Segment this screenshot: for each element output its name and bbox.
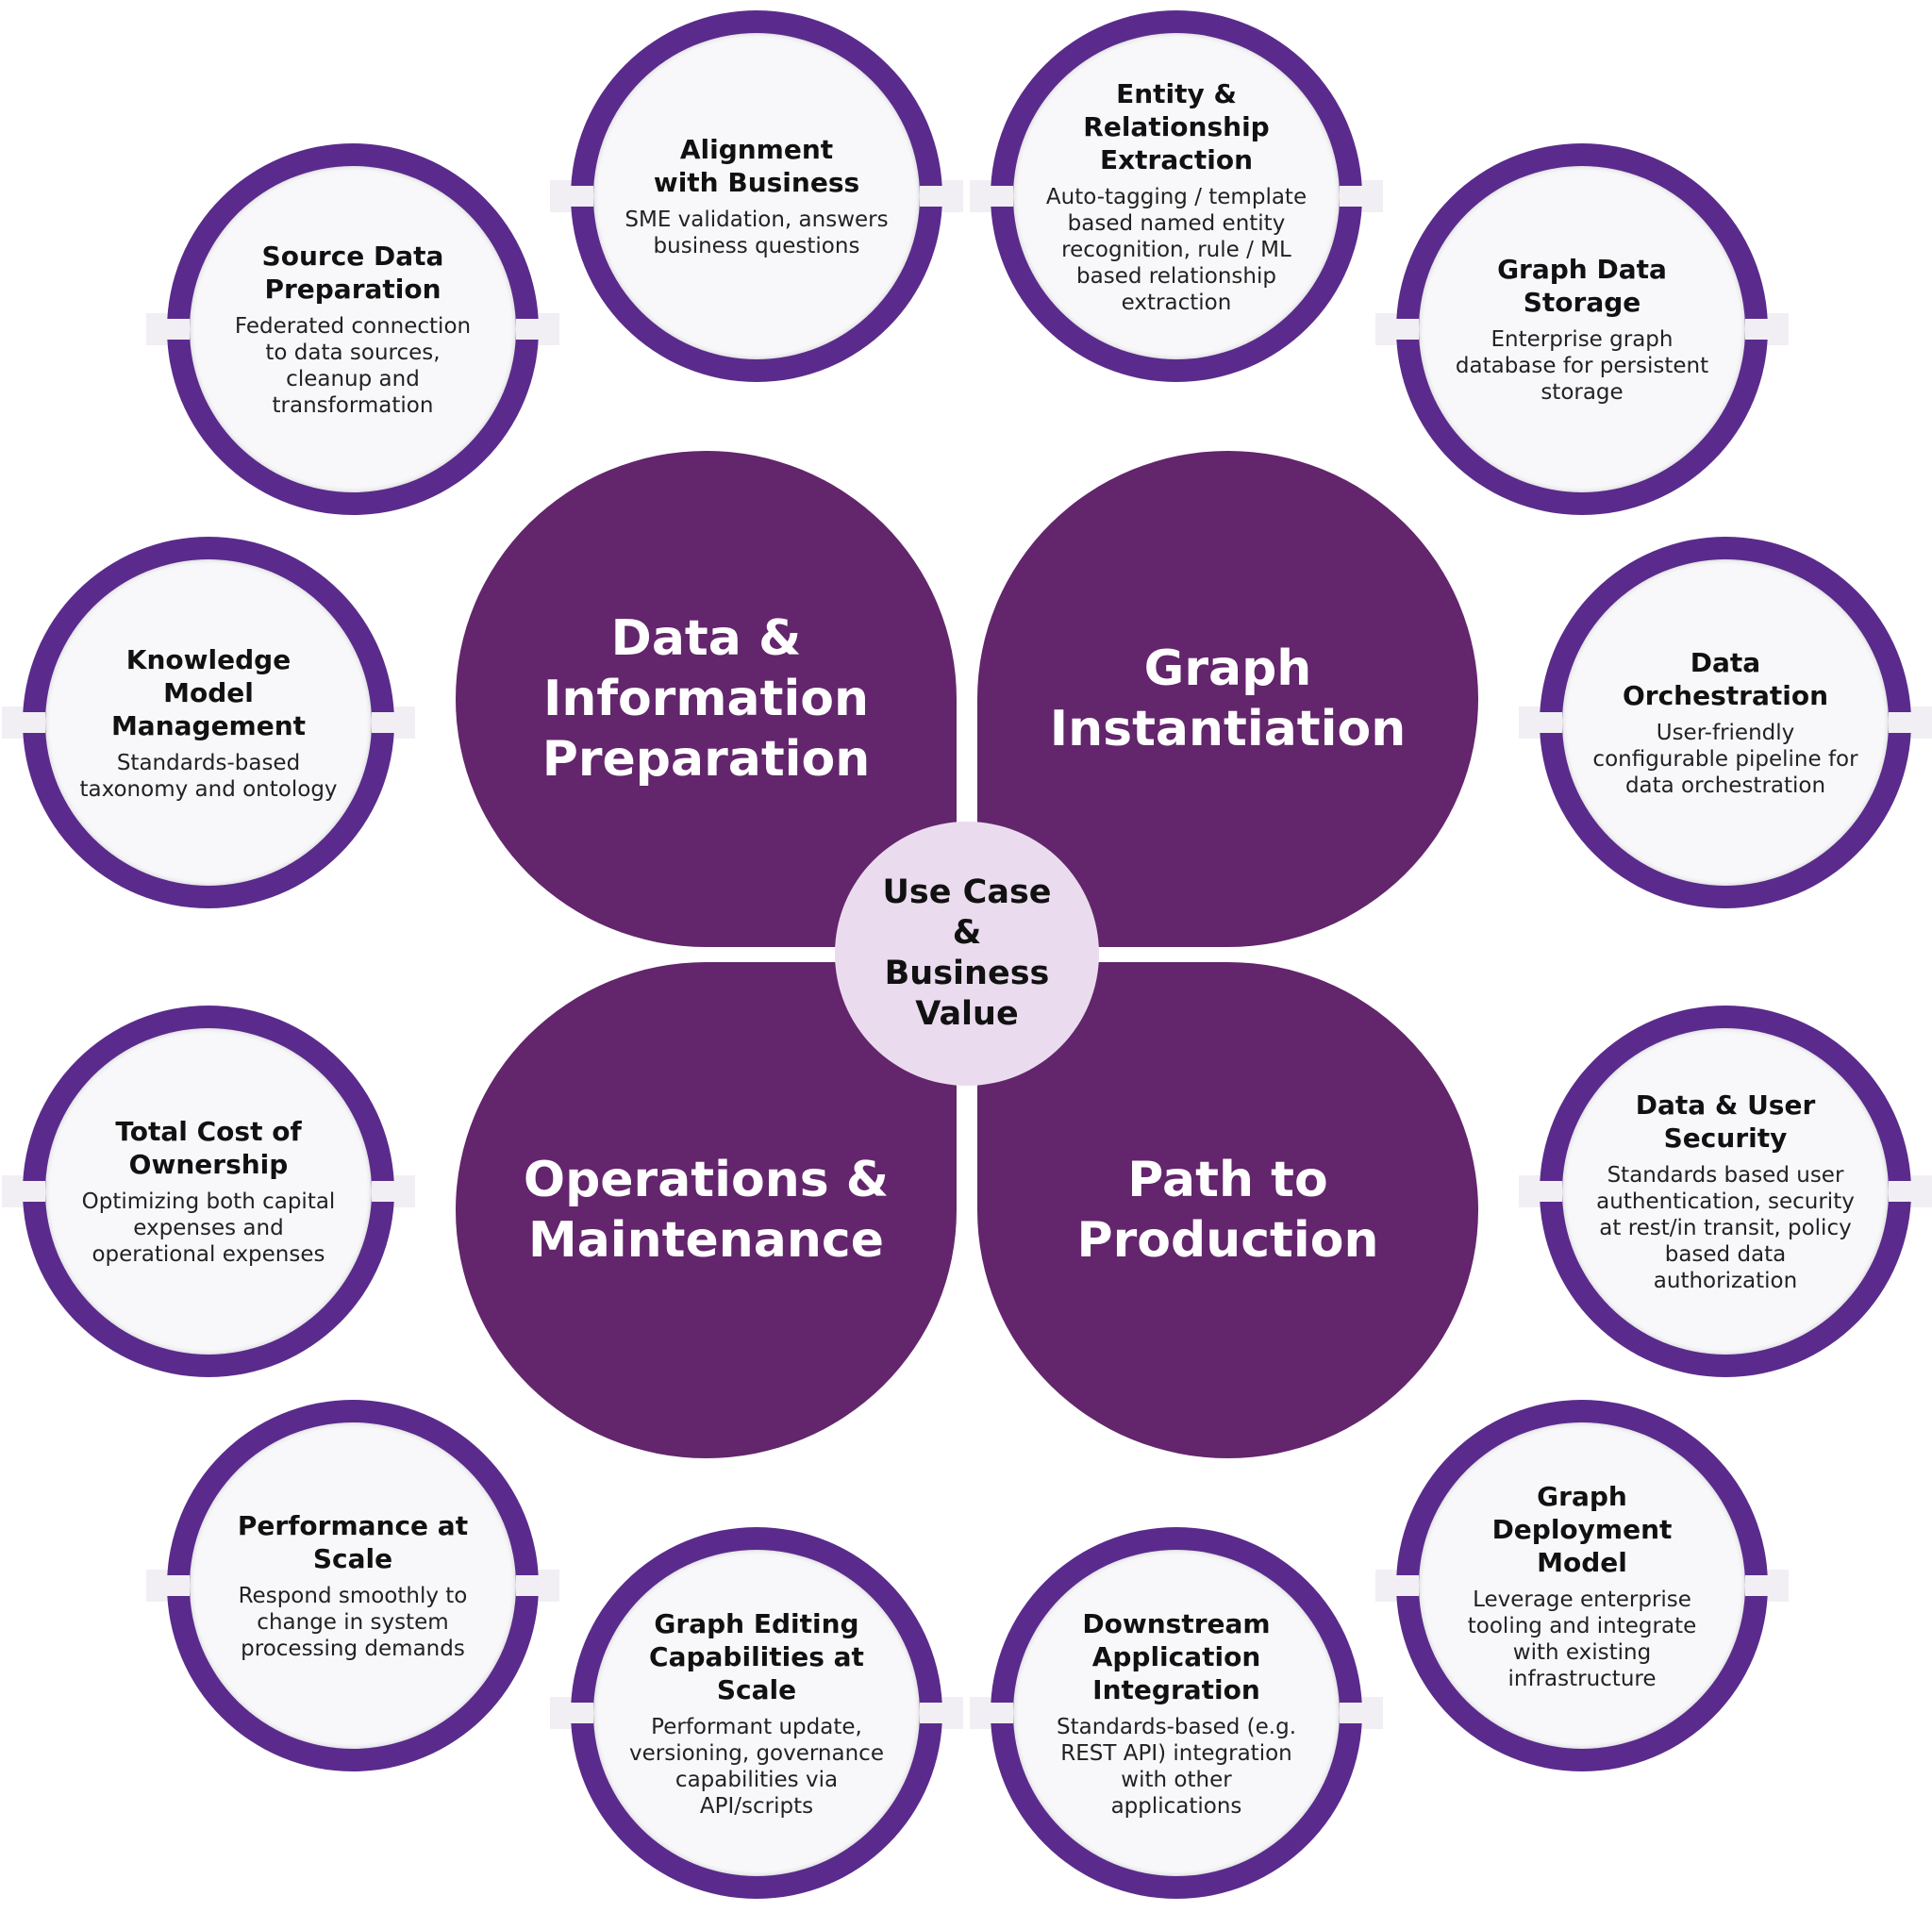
satellite-total-cost-of-ownership: Total Cost of Ownership Optimizing both … [2, 1006, 415, 1377]
satellite-data-orchestration: Data Orchestration User-friendly configu… [1519, 537, 1932, 908]
pillar-label: Graph Instantiation [1049, 640, 1407, 757]
pillar-path-to-production: Path to Production [977, 962, 1478, 1458]
satellite-title: Graph Deployment Model [1491, 1480, 1673, 1578]
hub-use-case-business-value: Use Case & Business Value [835, 822, 1099, 1086]
satellite-source-data-preparation: Source Data Preparation Federated connec… [146, 143, 559, 515]
satellite-title: Performance at Scale [237, 1510, 469, 1574]
satellite-graph-data-storage: Graph Data Storage Enterprise graph data… [1375, 143, 1789, 515]
pillar-label: Data & Information Preparation [541, 610, 871, 788]
satellite-graph-deployment-model: Graph Deployment Model Leverage enterpri… [1375, 1400, 1789, 1771]
satellite-description: Standards-based taxonomy and ontology [79, 750, 338, 802]
satellite-title: Entity & Relationship Extraction [1083, 77, 1270, 175]
satellite-graph-editing-capabilities: Graph Editing Capabilities at Scale Perf… [550, 1527, 963, 1899]
satellite-entity-relationship-extraction: Entity & Relationship Extraction Auto-ta… [970, 10, 1383, 382]
pillar-data-information-preparation: Data & Information Preparation [456, 451, 957, 947]
satellite-description: User-friendly configurable pipeline for … [1592, 721, 1858, 798]
satellite-performance-at-scale: Performance at Scale Respond smoothly to… [146, 1400, 559, 1771]
satellite-downstream-application-integration: Downstream Application Integration Stand… [970, 1527, 1383, 1899]
satellite-description: Respond smoothly to change in system pro… [238, 1584, 468, 1661]
satellite-title: Knowledge Model Management [110, 643, 307, 741]
satellite-description: Standards based user authentication, sec… [1596, 1163, 1855, 1293]
satellite-title: Data Orchestration [1622, 647, 1829, 711]
satellite-description: Optimizing both capital expenses and ope… [81, 1189, 336, 1267]
satellite-description: Standards-based (e.g. REST API) integrat… [1057, 1714, 1296, 1819]
satellite-title: Data & User Security [1635, 1089, 1816, 1154]
satellite-description: SME validation, answers business questio… [625, 208, 889, 258]
satellite-description: Performant update, versioning, governanc… [629, 1714, 884, 1819]
pillar-label: Path to Production [1076, 1152, 1379, 1269]
satellite-knowledge-model-management: Knowledge Model Management Standards-bas… [2, 537, 415, 908]
satellite-title: Downstream Application Integration [1082, 1607, 1271, 1705]
pillar-label: Operations & Maintenance [523, 1152, 890, 1269]
satellite-description: Leverage enterprise tooling and integrat… [1467, 1587, 1697, 1691]
satellite-alignment-with-business: Alignment with Business SME validation, … [550, 10, 963, 382]
satellite-data-user-security: Data & User Security Standards based use… [1519, 1006, 1932, 1377]
satellite-description: Enterprise graph database for persistent… [1455, 327, 1709, 405]
satellite-description: Auto-tagging / template based named enti… [1045, 184, 1307, 315]
satellite-title: Graph Editing Capabilities at Scale [649, 1607, 864, 1705]
satellite-description: Federated connection to data sources, cl… [234, 314, 472, 418]
satellite-title: Alignment with Business [653, 134, 860, 198]
satellite-title: Source Data Preparation [261, 241, 444, 305]
satellite-title: Total Cost of Ownership [115, 1116, 302, 1180]
satellite-title: Graph Data Storage [1497, 254, 1667, 318]
